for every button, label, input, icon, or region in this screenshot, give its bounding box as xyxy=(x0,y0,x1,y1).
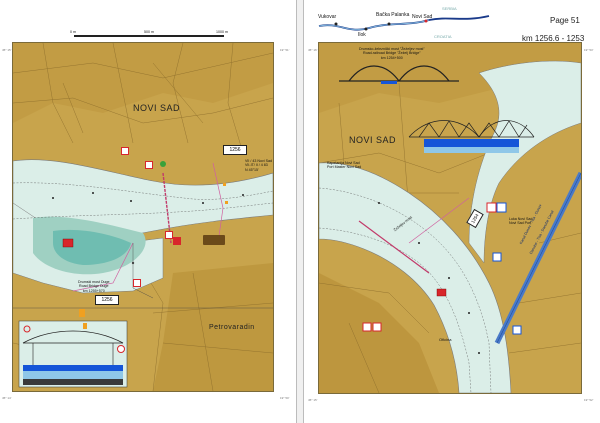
page-gutter xyxy=(296,0,304,423)
bridge-clearance-sign-icon xyxy=(79,309,85,317)
zezelj-caption-line-3: km 1254+500 xyxy=(380,55,403,60)
page-number: Page 51 xyxy=(550,16,580,25)
km-marker-1256-bottom: 1256 xyxy=(95,295,119,305)
port-basin-label: Luka Novi Sad Novi Sad Port xyxy=(509,217,532,226)
bridge-caption-line-3: km 1255+570 xyxy=(82,288,105,293)
km-marker-1256-top-label: 1256 xyxy=(229,147,241,153)
bridge-caption-line-2: Road Bridge Duge xyxy=(78,284,109,289)
district-label-oficina: Oficina xyxy=(439,337,452,342)
right-margin-lon-top: 19° 53' xyxy=(584,48,594,52)
no-anchoring-sign-icon xyxy=(121,147,129,155)
left-margin-lon-top: 19° 51' xyxy=(280,48,290,52)
scale-label-0: 0 m xyxy=(70,30,76,34)
right-map-canvas xyxy=(319,43,581,393)
green-beacon-icon xyxy=(160,161,166,167)
bridge-caption-line-1: Drumski most Duge xyxy=(78,280,110,284)
city-label-novi-sad: NOVI SAD xyxy=(133,103,181,113)
speed-sign-icon xyxy=(133,279,141,287)
pier-sign-icon xyxy=(117,345,125,353)
overview-inset: Vukovar Ilok Bačka Palanka Novi Sad SERB… xyxy=(314,4,494,40)
port-basin-line-2: Novi Sad Port xyxy=(509,221,532,226)
km-range: km 1256.6 - 1253 xyxy=(522,34,585,43)
inset-label-vukovar: Vukovar xyxy=(318,14,337,20)
warning-sign-icon xyxy=(173,237,181,245)
no-mooring-sign-icon xyxy=(145,161,153,169)
district-label-petrovaradin: Petrovaradin xyxy=(209,324,255,331)
km-marker-1254-label: 1254 xyxy=(470,212,480,225)
right-map-frame: NOVI SAD Oficina Drumsko-železnički most… xyxy=(318,42,582,394)
overview-inset-map xyxy=(318,15,490,31)
port-master-label: Kapetanija Novi Sad Port Master Novi Sad xyxy=(327,161,361,170)
right-margin-lat-top: 45° 16' xyxy=(308,48,318,52)
port-master-line-2: Port Master Novi Sad xyxy=(327,165,362,170)
bridge-caption: Drumski most Duge Road Bridge Duge km 12… xyxy=(78,280,110,293)
km-marker-1256-top: 1256 xyxy=(223,145,247,155)
left-margin-lat-bottom: 45° 14' xyxy=(2,396,12,400)
right-margin-lon-bottom: 19° 52' xyxy=(584,398,594,402)
right-margin-lat-bottom: 45° 15' xyxy=(308,398,318,402)
prohibition-sign-icon xyxy=(165,231,173,239)
gutter-line-left xyxy=(296,0,297,423)
km-marker-1256-bottom-label: 1256 xyxy=(101,297,113,303)
scale-label-500: 500 m xyxy=(144,30,154,34)
zezelj-caption-line-1: Drumsko-železnički most "Žeželjev most" xyxy=(359,47,425,51)
gutter-line-right xyxy=(303,0,304,423)
port-label-line-3: N 45°15' xyxy=(245,167,259,172)
inset-label-backa-palanka: Bačka Palanka xyxy=(376,12,410,18)
inset-label-ilok: Ilok xyxy=(358,32,366,38)
port-basin-line-1: Luka Novi Sad xyxy=(509,217,533,221)
left-margin-lon-bottom: 19° 50' xyxy=(280,396,290,400)
inset-label-croatia: CROATIA xyxy=(434,34,452,39)
zezelj-caption-line-2: Road-railroad Bridge "Žeželj Bridge" xyxy=(362,51,421,56)
right-chart-page: Vukovar Ilok Bačka Palanka Novi Sad SERB… xyxy=(304,0,600,423)
inset-label-novi-sad: Novi Sad xyxy=(412,14,433,20)
city-label-novi-sad-right: NOVI SAD xyxy=(349,135,397,145)
port-label-line-1: VII / 43 Novi Sad xyxy=(245,159,272,163)
port-label-line-2: VII-IT/ II / 4 83 xyxy=(245,163,268,168)
zezelj-bridge-caption: Drumsko-železnički most "Žeželjev most" … xyxy=(359,47,425,60)
left-map-frame: NOVI SAD Petrovaradin 1256 1256 Drumski … xyxy=(12,42,274,392)
port-master-line-1: Kapetanija Novi Sad xyxy=(327,161,360,165)
port-label: VII / 43 Novi Sad VII-IT/ II / 4 83 N 45… xyxy=(245,159,272,172)
scale-bar: 0 m 500 m 1000 m xyxy=(70,30,230,38)
left-chart-page: 0 m 500 m 1000 m xyxy=(0,0,296,423)
inset-label-serbia: SERBIA xyxy=(442,6,457,11)
left-margin-lat-top: 45° 15' xyxy=(2,48,12,52)
scale-label-1000: 1000 m xyxy=(216,30,228,34)
left-map-canvas xyxy=(13,43,273,391)
